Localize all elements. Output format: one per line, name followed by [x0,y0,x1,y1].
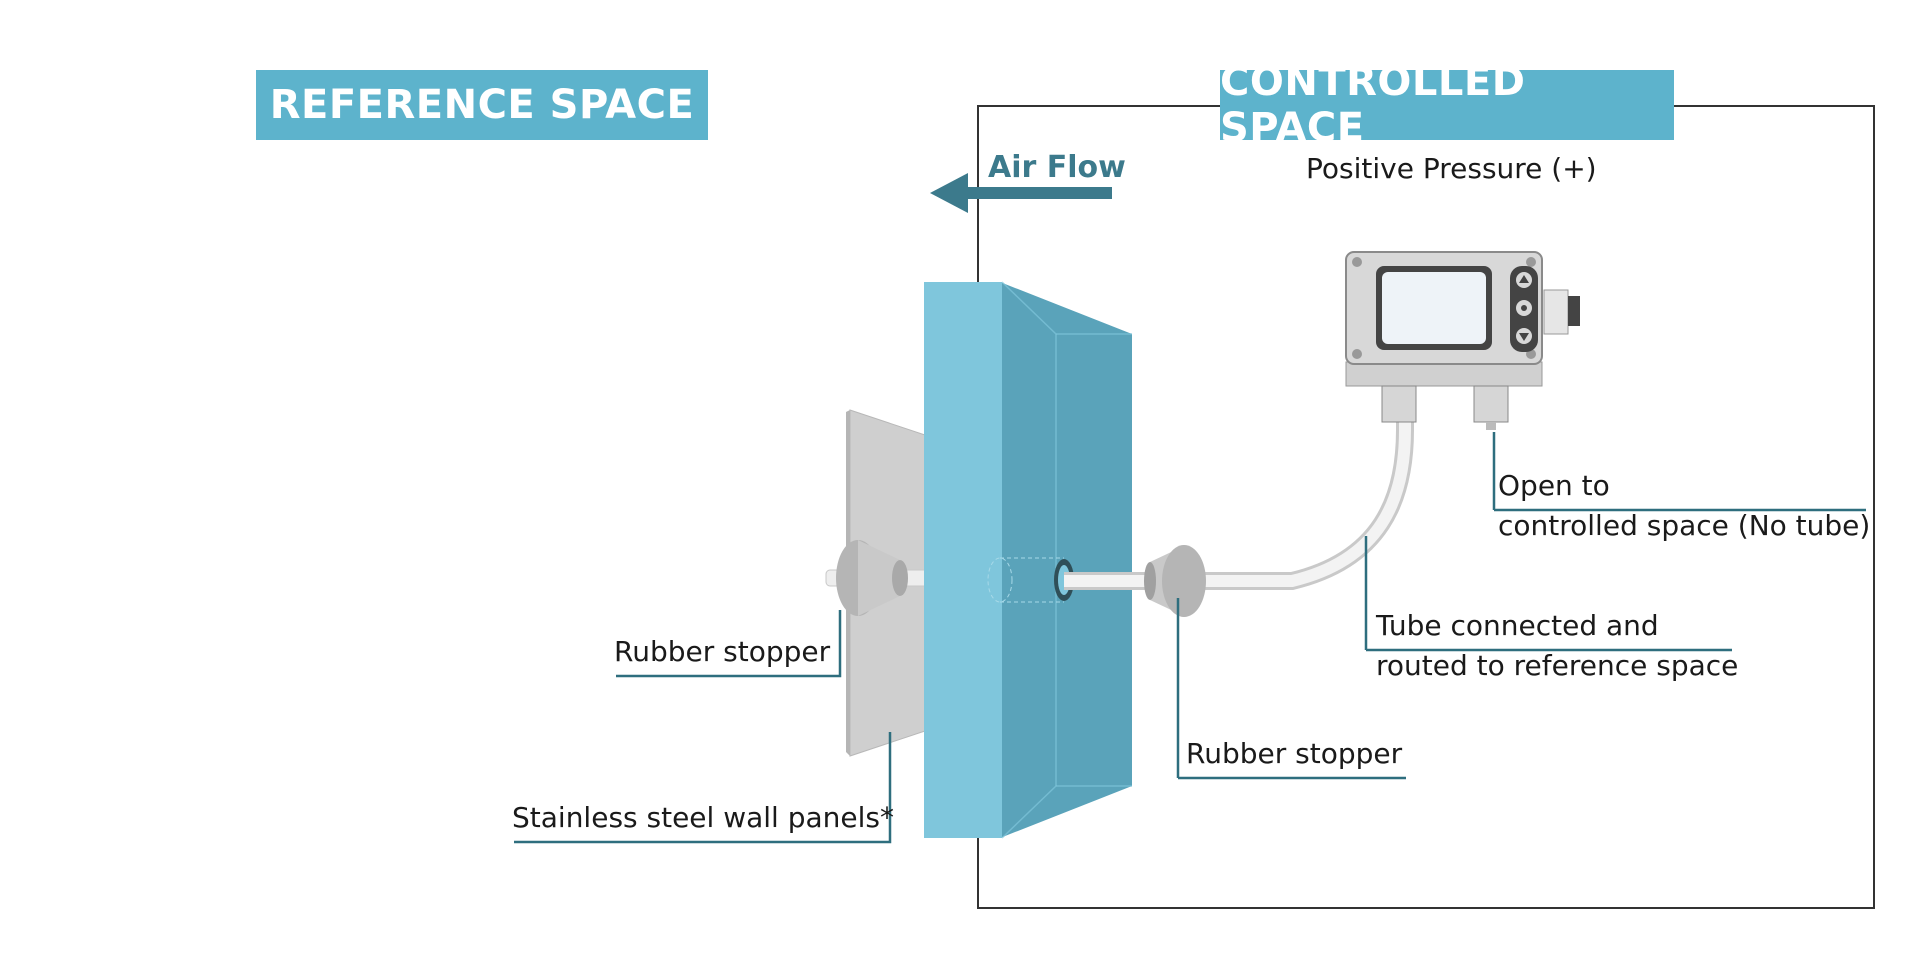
pressure-label: Positive Pressure (+) [1306,152,1597,185]
controlled-space-title: CONTROLLED SPACE [1220,59,1526,151]
down-arrow-icon [1516,328,1532,344]
callout-rubber-stopper-right: Rubber stopper [1186,737,1403,770]
up-arrow-icon [1516,272,1532,288]
callout-open-line2: controlled space (No tube) [1498,509,1871,542]
reference-space-title: REFERENCE SPACE [269,82,695,128]
pressure-transmitter [1345,251,1580,430]
callout-wall-panels: Stainless steel wall panels* [512,801,895,834]
callout-open-line1: Open to [1498,469,1610,502]
circle-button-icon [1516,300,1532,316]
partition-wall [924,281,1132,839]
callout-tube-line2: routed to reference space [1376,649,1739,682]
leader-lines [514,432,1866,844]
reference-space-banner: REFERENCE SPACE [256,70,708,140]
left-rubber-stopper [825,540,939,616]
controlled-space-banner: CONTROLLED SPACE [1220,59,1674,151]
callout-rubber-stopper-left: Rubber stopper [614,635,831,668]
airflow-arrow-icon [930,173,1112,213]
right-rubber-stopper [1144,545,1206,617]
airflow-label: Air Flow [988,150,1126,185]
callout-tube-line1: Tube connected and [1376,609,1659,642]
